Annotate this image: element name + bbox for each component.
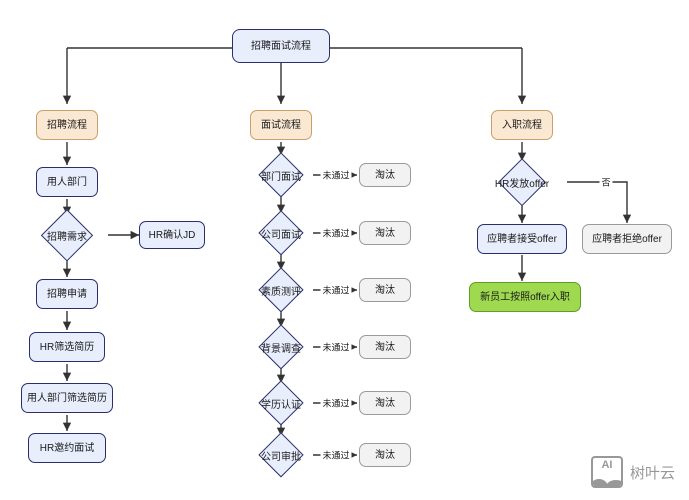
node-label: 应聘者接受offer [487, 233, 557, 245]
node-hiring-request[interactable]: 招聘申请 [36, 279, 98, 309]
node-background-check[interactable]: 背景调查 [246, 324, 316, 370]
node-reject-1[interactable]: 淘汰 [359, 163, 411, 187]
node-hr-confirm-jd[interactable]: HR确认JD [139, 221, 205, 249]
node-label: 淘汰 [375, 341, 395, 353]
node-hr-send-offer[interactable]: HR发放offer [475, 158, 569, 206]
node-label: 淘汰 [375, 284, 395, 296]
node-label: 淘汰 [375, 449, 395, 461]
node-label: 淘汰 [375, 397, 395, 409]
node-label: 淘汰 [375, 169, 395, 181]
edge-label-fail-3: 未通过 [320, 282, 352, 298]
node-label: HR发放offer [494, 178, 550, 190]
node-label: 淘汰 [375, 227, 395, 239]
node-label: 新员工按照offer入职 [480, 291, 570, 303]
node-label: 招聘需求 [47, 231, 87, 243]
edge-label-fail-4: 未通过 [320, 339, 352, 355]
node-company-interview[interactable]: 公司面试 [246, 210, 316, 256]
node-phase-interview[interactable]: 面试流程 [250, 110, 312, 140]
node-label: 用人部门 [47, 176, 87, 188]
node-label: 用人部门筛选简历 [27, 392, 107, 404]
node-reject-2[interactable]: 淘汰 [359, 221, 411, 245]
node-candidate-accept-offer[interactable]: 应聘者接受offer [477, 224, 567, 254]
node-label: 招聘面试流程 [251, 40, 311, 52]
node-reject-4[interactable]: 淘汰 [359, 335, 411, 359]
node-reject-3[interactable]: 淘汰 [359, 278, 411, 302]
node-root[interactable]: 招聘面试流程 [232, 29, 330, 63]
node-label: 招聘流程 [47, 119, 87, 131]
node-label: HR邀约面试 [39, 442, 95, 454]
node-label: 素质测评 [261, 286, 301, 298]
hill-shape-left [592, 479, 608, 486]
node-phase-onboarding[interactable]: 入职流程 [491, 110, 553, 140]
node-label: 公司审批 [261, 451, 301, 463]
node-hiring-department[interactable]: 用人部门 [36, 167, 98, 197]
node-label: 背景调查 [261, 343, 301, 355]
node-hr-invite-interview[interactable]: HR邀约面试 [28, 433, 106, 463]
node-label: HR确认JD [148, 229, 196, 241]
node-candidate-decline-offer[interactable]: 应聘者拒绝offer [582, 224, 672, 254]
node-department-interview[interactable]: 部门面试 [246, 152, 316, 198]
node-label: 招聘申请 [47, 288, 87, 300]
node-department-screen-resume[interactable]: 用人部门筛选简历 [21, 383, 113, 413]
node-company-approval[interactable]: 公司审批 [246, 432, 316, 478]
ai-badge-label: AI [601, 459, 613, 471]
node-education-verification[interactable]: 学历认证 [246, 380, 316, 426]
edge-label-fail-1: 未通过 [320, 167, 352, 183]
node-new-employee-onboard[interactable]: 新员工按照offer入职 [469, 282, 581, 312]
hill-shape-right [605, 480, 621, 486]
watermark: AI 树叶云 [590, 456, 675, 488]
node-reject-5[interactable]: 淘汰 [359, 391, 411, 415]
node-label: 入职流程 [502, 119, 542, 131]
node-label: 公司面试 [261, 229, 301, 241]
watermark-label: 树叶云 [629, 464, 675, 482]
node-reject-6[interactable]: 淘汰 [359, 443, 411, 467]
node-label: HR筛选简历 [39, 341, 95, 353]
node-quality-assessment[interactable]: 素质测评 [246, 267, 316, 313]
edge-label-fail-5: 未通过 [320, 395, 352, 411]
node-phase-recruiting[interactable]: 招聘流程 [36, 110, 98, 140]
edge-label-fail-2: 未通过 [320, 225, 352, 241]
node-label: 面试流程 [261, 119, 301, 131]
node-label: 部门面试 [261, 171, 301, 183]
node-hiring-need[interactable]: 招聘需求 [25, 209, 109, 261]
node-label: 学历认证 [261, 399, 301, 411]
node-hr-screen-resume[interactable]: HR筛选简历 [29, 332, 105, 362]
edge-label-fail-6: 未通过 [320, 447, 352, 463]
node-label: 应聘者拒绝offer [592, 233, 662, 245]
edge-label-no: 否 [599, 174, 613, 190]
ai-image-icon: AI [590, 456, 623, 488]
